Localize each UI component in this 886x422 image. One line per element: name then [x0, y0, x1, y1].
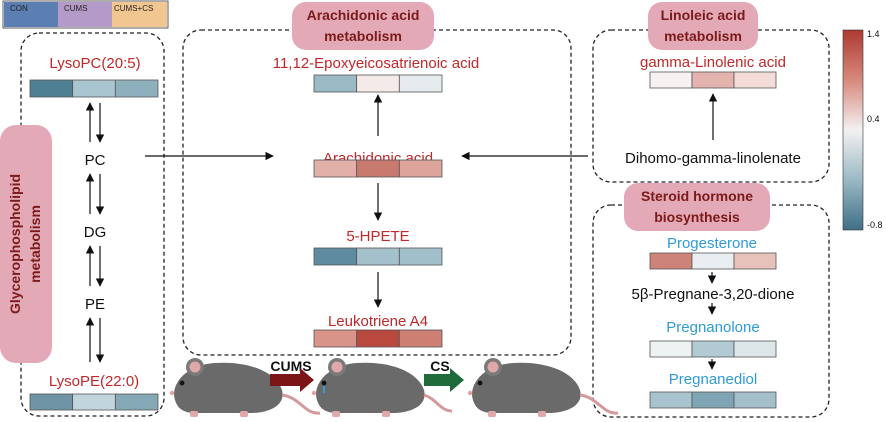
legend-swatch-cums-cs — [112, 2, 167, 27]
legend-swatch-con — [4, 2, 58, 27]
arachidonic-acid-cell-cums — [356, 159, 400, 178]
eet-heatmap — [313, 74, 443, 93]
linoleic-title: Linoleic acid metabolism — [648, 2, 758, 50]
pc-label: PC — [85, 152, 106, 169]
pregnanediol-cell-con — [649, 391, 693, 409]
eet-cell-cums-cs — [398, 74, 443, 93]
glycero-box — [20, 32, 165, 417]
hpete-cell-cums — [356, 247, 400, 266]
arachidonic-acid-cell-cums-cs — [398, 159, 443, 178]
dg-label: DG — [84, 224, 107, 241]
lysope-label: LysoPE(22:0) — [49, 373, 139, 390]
arachidonic-acid-cell-con — [313, 159, 358, 178]
hpete-label: 5-HPETE — [346, 228, 409, 245]
glycero-title-line2: metabolism — [27, 205, 43, 283]
cs-step-label: CS — [430, 358, 449, 374]
leukotriene-cell-cums — [356, 329, 400, 348]
mouse-icon-control — [169, 358, 321, 417]
color-scale: 1.4 0.4 -0.8 — [842, 29, 883, 231]
progesterone-cell-cums-cs — [733, 252, 777, 270]
gla-heatmap — [649, 71, 777, 89]
hpete-cell-con — [313, 247, 358, 266]
group-legend: CON CUMS CUMS+CS — [2, 0, 169, 29]
legend-label-cums: CUMS — [64, 4, 88, 13]
arachidonic-title-line1: Arachidonic acid — [307, 7, 420, 23]
progesterone-heatmap — [649, 252, 777, 270]
color-scale-bar — [842, 29, 864, 231]
leukotriene-cell-con — [313, 329, 358, 348]
pregnanolone-cell-con — [649, 340, 693, 358]
pregnanediol-cell-cums-cs — [733, 391, 777, 409]
gla-cell-cums-cs — [733, 71, 777, 89]
pregnanedione-label: 5β-Pregnane-3,20-dione — [632, 286, 795, 303]
gla-cell-con — [649, 71, 693, 89]
arachidonic-acid-heatmap — [313, 159, 443, 178]
pregnanediol-cell-cums — [691, 391, 735, 409]
pe-label: PE — [85, 296, 105, 313]
eet-label: 11,12-Epoxyeicosatrienoic acid — [273, 55, 480, 72]
lysopc-label: LysoPC(20:5) — [49, 55, 140, 72]
mouse-icon-cums — [311, 358, 453, 417]
dgla-label: Dihomo-gamma-linolenate — [625, 150, 801, 167]
lysopc-cell-cums — [72, 79, 116, 98]
legend-label-cums-cs: CUMS+CS — [114, 4, 153, 13]
arachidonic-title-line2: metabolism — [324, 28, 402, 44]
progesterone-label: Progesterone — [667, 235, 757, 252]
steroid-title: Steroid hormone biosynthesis — [624, 183, 770, 231]
pregnanolone-cell-cums — [691, 340, 735, 358]
lysope-cell-cums — [72, 393, 116, 411]
mouse-icon-cums-cs — [467, 358, 619, 417]
linoleic-title-line2: metabolism — [664, 28, 742, 44]
color-scale-mid: 0.4 — [867, 114, 880, 124]
color-scale-min: -0.8 — [867, 220, 883, 230]
lysope-heatmap — [29, 393, 159, 411]
pregnanediol-heatmap — [649, 391, 777, 409]
gla-cell-cums — [691, 71, 735, 89]
hpete-heatmap — [313, 247, 443, 266]
steroid-title-line2: biosynthesis — [654, 209, 740, 225]
arachidonic-arrows — [145, 94, 588, 308]
leukotriene-label: Leukotriene A4 — [328, 313, 428, 330]
legend-label-con: CON — [10, 4, 28, 13]
progesterone-cell-cums — [691, 252, 735, 270]
eet-cell-cums — [356, 74, 400, 93]
glycero-title: Glycerophospholipid metabolism — [0, 125, 52, 363]
leukotriene-cell-cums-cs — [398, 329, 443, 348]
pregnanolone-cell-cums-cs — [733, 340, 777, 358]
pregnanediol-label: Pregnanediol — [669, 371, 757, 388]
leukotriene-heatmap — [313, 329, 443, 348]
cums-step-label: CUMS — [270, 358, 311, 374]
steroid-title-line1: Steroid hormone — [641, 188, 753, 204]
arachidonic-title: Arachidonic acid metabolism — [292, 2, 434, 50]
linoleic-title-line1: Linoleic acid — [661, 7, 746, 23]
lysope-cell-cums-cs — [114, 393, 159, 411]
cs-step-arrow — [424, 368, 464, 392]
pregnanolone-heatmap — [649, 340, 777, 358]
eet-cell-con — [313, 74, 358, 93]
hpete-cell-cums-cs — [398, 247, 443, 266]
progesterone-cell-con — [649, 252, 693, 270]
glycero-arrows — [85, 102, 105, 363]
cums-step-arrow — [270, 368, 314, 392]
legend-swatch-cums — [58, 2, 112, 27]
lysopc-heatmap — [29, 79, 159, 98]
lysopc-cell-con — [29, 79, 74, 98]
lysope-cell-con — [29, 393, 74, 411]
color-scale-max: 1.4 — [867, 29, 880, 39]
glycero-title-line1: Glycerophospholipid — [7, 174, 23, 314]
lysopc-cell-cums-cs — [114, 79, 159, 98]
gla-label: gamma-Linolenic acid — [640, 54, 786, 71]
pregnanolone-label: Pregnanolone — [666, 319, 759, 336]
